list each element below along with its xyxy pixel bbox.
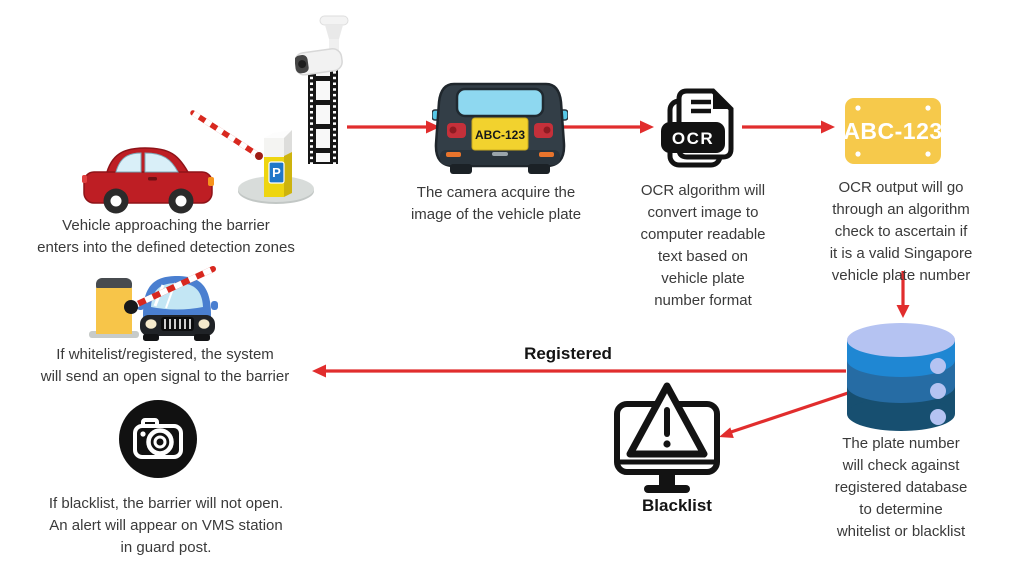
caption-detection: Vehicle approaching the barrier enters i… [37, 217, 295, 256]
caption-ocr: OCR algorithm will convert image to comp… [640, 182, 766, 309]
entry-barrier-icon: P [190, 110, 314, 204]
approaching-car-icon [82, 147, 214, 214]
license-plate-icon: ABC-123 [843, 98, 942, 164]
caption-whitelist: If whitelist/registered, the system will… [40, 346, 290, 385]
caption-database: The plate number will check against regi… [834, 435, 968, 540]
monitor-warning-icon [614, 382, 720, 493]
open-barrier-icon [89, 266, 218, 341]
bullet-camera [295, 48, 343, 76]
parking-sign-letter: P [272, 165, 281, 180]
plate-output-text: ABC-123 [843, 118, 942, 144]
car-rear-icon: ABC-123 [432, 82, 568, 174]
open-barrier-arm [128, 266, 216, 310]
ocr-document-icon: OCR [661, 88, 734, 168]
arrow-blacklist [730, 390, 852, 434]
ocr-badge-text: OCR [672, 129, 714, 148]
blacklist-branch-label: Blacklist [642, 496, 712, 515]
barrier-arm [190, 110, 261, 158]
caption-validation: OCR output will go through an algorithm … [829, 179, 973, 284]
caption-blacklist: If blacklist, the barrier will not open.… [48, 495, 284, 556]
caption-camera: The camera acquire the image of the vehi… [410, 184, 582, 223]
car-plate-number-text: ABC-123 [475, 128, 525, 142]
cctv-camera-tower-icon [295, 15, 349, 164]
camera-badge-icon [119, 400, 197, 478]
database-icon [847, 323, 955, 431]
registered-branch-label: Registered [524, 344, 612, 363]
